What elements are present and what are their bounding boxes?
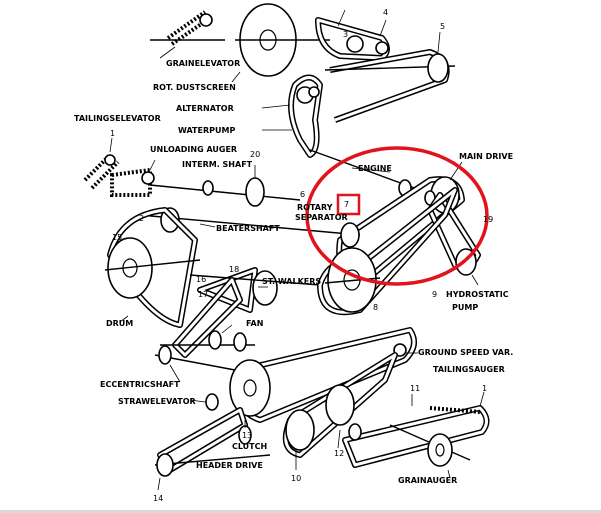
number-5: 5 (440, 22, 445, 31)
label-clutch: CLUTCH (232, 442, 267, 451)
label-tailing-elevator: TAILINGSELEVATOR (74, 114, 161, 123)
belt-5 (324, 31, 456, 123)
label-tailings-auger: TAILINGSAUGER (433, 365, 505, 374)
number-1-top: 1 (110, 129, 115, 138)
highlight-ellipse (305, 146, 489, 286)
label-interm-shaft: INTERM. SHAFT (182, 160, 253, 169)
label-st-walkers: ST. WALKERS (262, 277, 321, 286)
number-12: 12 (334, 449, 344, 458)
belt-10-12 (282, 352, 398, 470)
grain-elevator-assembly (150, 10, 225, 59)
label-pump: PUMP (452, 303, 478, 312)
rot-dustscreen-pulley (231, 3, 330, 83)
number-16: 16 (196, 275, 206, 284)
label-main-drive: MAIN DRIVE (459, 152, 513, 161)
number-11: 11 (410, 384, 420, 393)
eccentric-shaft (154, 345, 236, 383)
label-ground-speed-var: GROUND SPEED VAR. (418, 348, 513, 357)
label-header-drive: HEADER DRIVE (196, 461, 263, 470)
label-water-pump: WATERPUMP (178, 126, 235, 135)
st-walkers-assembly (189, 267, 321, 313)
alternator-waterpump-belt (261, 74, 323, 158)
label-alternator: ALTERNATOR (176, 104, 234, 113)
number-8: 8 (373, 303, 378, 312)
hydrostatic-pump-belt (427, 192, 481, 286)
number-18: 18 (229, 265, 239, 274)
belt-3-4 (315, 9, 390, 61)
label-grain-elevator: GRAINELEVATOR (166, 59, 240, 68)
number-2: 2 (139, 214, 144, 223)
label-drum: DRUM (106, 319, 133, 328)
highlight-box (336, 193, 361, 216)
label-straw-elevator: STRAWELEVATOR (118, 397, 196, 406)
unloading-auger-assembly (110, 159, 156, 197)
grain-auger-assembly (389, 424, 471, 479)
label-eccentric-shaft: ECCENTRICSHAFT (100, 380, 180, 389)
number-4: 4 (383, 8, 388, 17)
number-10: 10 (291, 474, 301, 483)
label-fan: FAN (246, 319, 263, 328)
number-20: 20 (250, 150, 260, 159)
tailings-elevator-assembly (83, 137, 120, 190)
label-separator: SEPARATOR (295, 213, 348, 222)
interm-shaft (149, 165, 301, 207)
ground-speed-var-belt (229, 327, 418, 423)
number-7: 7 (344, 200, 349, 209)
number-13: 13 (242, 431, 252, 440)
number-17: 17 (198, 290, 208, 299)
label-beater-shaft: BEATERSHAFT (216, 224, 280, 233)
number-15: 15 (112, 233, 122, 242)
label-hydrostatic: HYDROSTATIC (446, 290, 509, 299)
label-rot-dustscreen: ROT. DUSTSCREEN (153, 83, 236, 92)
label-rotary: ROTARY (297, 203, 333, 212)
label-engine: ENGINE (358, 164, 392, 173)
number-1-bottom: 1 (482, 384, 487, 393)
label-unloading-auger: UNLOADING AUGER (150, 145, 237, 154)
clutch-and-header-drive (154, 420, 271, 491)
tailings-auger-belt (342, 391, 490, 468)
number-14: 14 (153, 494, 163, 503)
number-19: 19 (483, 215, 493, 224)
number-6: 6 (300, 190, 305, 199)
bottom-rule (0, 510, 601, 513)
number-3: 3 (343, 30, 348, 39)
number-9: 9 (432, 290, 437, 299)
label-grain-auger: GRAINAUGER (398, 476, 457, 485)
fan-assembly (160, 277, 255, 358)
drum-belt (104, 207, 201, 328)
